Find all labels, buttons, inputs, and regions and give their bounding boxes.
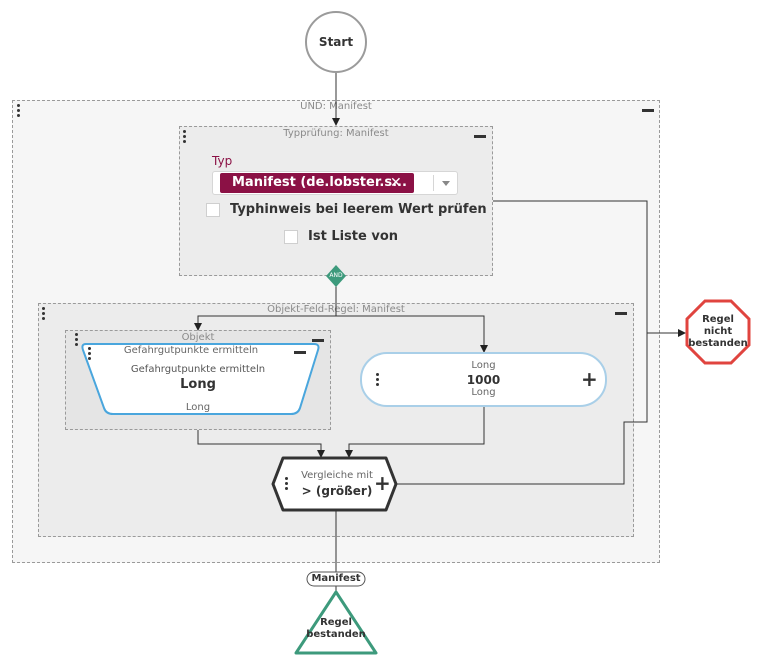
fail-node-line1: Regel bbox=[702, 314, 734, 325]
drag-handle-icon[interactable] bbox=[88, 347, 92, 361]
typ-label: Typ bbox=[212, 154, 233, 168]
edge-objekt-vergleiche bbox=[197, 430, 325, 458]
checkbox-ist-liste[interactable] bbox=[284, 230, 298, 244]
start-node-label: Start bbox=[318, 35, 354, 49]
gefahrgut-header: Gefahrgutpunkte ermitteln bbox=[123, 345, 259, 356]
typpruefung-group: Typprüfung: Manifest bbox=[179, 126, 493, 276]
drag-handle-icon[interactable] bbox=[75, 333, 79, 347]
long-node-bottom: Long bbox=[471, 387, 496, 398]
drag-handle-icon[interactable] bbox=[17, 104, 21, 118]
and-badge-shape bbox=[326, 265, 346, 287]
fail-node-line3: bestanden bbox=[688, 338, 748, 349]
fail-node-line2: nicht bbox=[703, 326, 733, 337]
drag-handle-icon[interactable] bbox=[42, 307, 46, 321]
typ-select[interactable]: Manifest (de.lobster.s... ✕ bbox=[212, 171, 458, 195]
pass-node-shape bbox=[294, 590, 378, 655]
edge-typpruefung-fail bbox=[493, 200, 686, 337]
vergleiche-title: Vergleiche mit bbox=[301, 470, 373, 481]
pass-node-line1: Regel bbox=[320, 617, 352, 628]
collapse-objekt-icon[interactable] bbox=[312, 334, 324, 346]
gefahrgut-type: Long bbox=[180, 377, 216, 392]
pass-node-line2: bestanden bbox=[306, 629, 366, 640]
long-node-top: Long bbox=[471, 360, 496, 371]
manifest-badge: Manifest bbox=[311, 573, 361, 584]
selected-type-tag: Manifest (de.lobster.s... ✕ bbox=[220, 173, 414, 193]
fail-node-shape bbox=[685, 299, 751, 365]
add-icon[interactable]: + bbox=[374, 471, 391, 495]
long-node[interactable]: Long 1000 Long + bbox=[361, 353, 606, 406]
vergleiche-node[interactable]: Vergleiche mit > (größer) + bbox=[273, 458, 396, 510]
select-divider bbox=[433, 175, 434, 191]
drag-handle-icon[interactable] bbox=[376, 373, 380, 387]
edge-vergleiche-fail bbox=[396, 333, 648, 485]
checkbox-ist-liste-label: Ist Liste von bbox=[308, 229, 399, 244]
fail-node[interactable]: Regel nicht bestanden bbox=[687, 301, 749, 363]
and-badge[interactable]: AND bbox=[329, 272, 343, 279]
collapse-objekt-feld-icon[interactable] bbox=[615, 307, 627, 319]
gefahrgut-node-shape bbox=[81, 343, 320, 415]
collapse-gefahrgut-icon[interactable] bbox=[294, 346, 306, 358]
manifest-badge-shape bbox=[306, 571, 366, 587]
checkbox-typhinweis-label: Typhinweis bei leerem Wert prüfen bbox=[230, 202, 487, 217]
collapse-und-icon[interactable] bbox=[642, 104, 654, 116]
pass-node[interactable]: Regel bestanden bbox=[296, 617, 376, 641]
checkbox-typhinweis[interactable] bbox=[206, 203, 220, 217]
gefahrgut-subtitle: Gefahrgutpunkte ermitteln bbox=[130, 364, 266, 375]
edge-and-long bbox=[336, 315, 488, 353]
chevron-down-icon[interactable] bbox=[442, 181, 450, 186]
vergleiche-node-shape bbox=[271, 456, 398, 512]
drag-handle-icon[interactable] bbox=[183, 130, 187, 144]
start-node[interactable]: Start bbox=[306, 12, 366, 72]
add-icon[interactable]: + bbox=[581, 367, 598, 391]
edge-long-vergleiche bbox=[345, 406, 485, 458]
collapse-typpruefung-icon[interactable] bbox=[474, 130, 486, 142]
remove-tag-icon[interactable]: ✕ bbox=[390, 175, 402, 191]
gefahrgut-footer: Long bbox=[185, 402, 211, 413]
long-node-value: 1000 bbox=[466, 373, 501, 387]
edge-and-objekt bbox=[194, 315, 336, 331]
drag-handle-icon[interactable] bbox=[285, 477, 289, 491]
vergleiche-operator: > (größer) bbox=[301, 484, 373, 498]
start-node-shape bbox=[305, 11, 367, 73]
objekt-title: Objekt bbox=[181, 332, 215, 343]
long-node-shape bbox=[360, 352, 607, 407]
typpruefung-title: Typprüfung: Manifest bbox=[283, 128, 389, 139]
selected-type-tag-label: Manifest (de.lobster.s... bbox=[232, 175, 407, 190]
